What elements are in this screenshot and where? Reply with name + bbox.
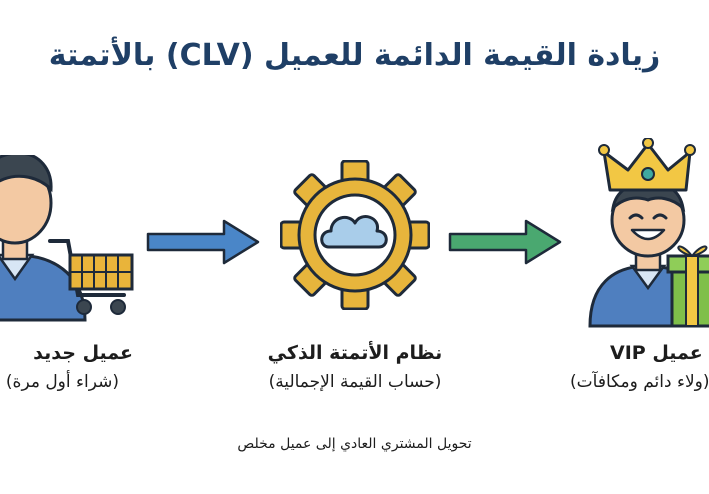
stage-vip-sub: (ولاء دائم ومكافآت) — [570, 372, 709, 392]
stage-automation-label: نظام الأتمتة الذكي — [267, 342, 443, 364]
stage-automation-sub: (حساب القيمة الإجمالية) — [268, 372, 442, 392]
stage-new-customer-label: عميل جديد — [33, 342, 133, 364]
crown-icon — [598, 138, 696, 192]
page-title: زيادة القيمة الدائمة للعميل (CLV) بالأتم… — [48, 38, 661, 73]
gear-icon — [280, 160, 430, 310]
new-customer-figure — [0, 155, 134, 322]
automation-gear-figure — [280, 160, 430, 310]
arrow-right-icon — [146, 219, 260, 265]
cloud-icon — [320, 215, 388, 249]
shopping-cart-icon — [48, 239, 134, 315]
gift-icon — [666, 245, 709, 328]
customer-icon — [0, 155, 87, 322]
caption: تحويل المشتري العادي إلى عميل مخلص — [237, 436, 472, 452]
stage-new-customer-sub: (شراء أول مرة) — [5, 372, 119, 392]
vip-customer-figure — [588, 138, 709, 328]
arrow-right-icon — [448, 219, 562, 265]
stage-vip-label: عميل VIP — [610, 342, 703, 364]
